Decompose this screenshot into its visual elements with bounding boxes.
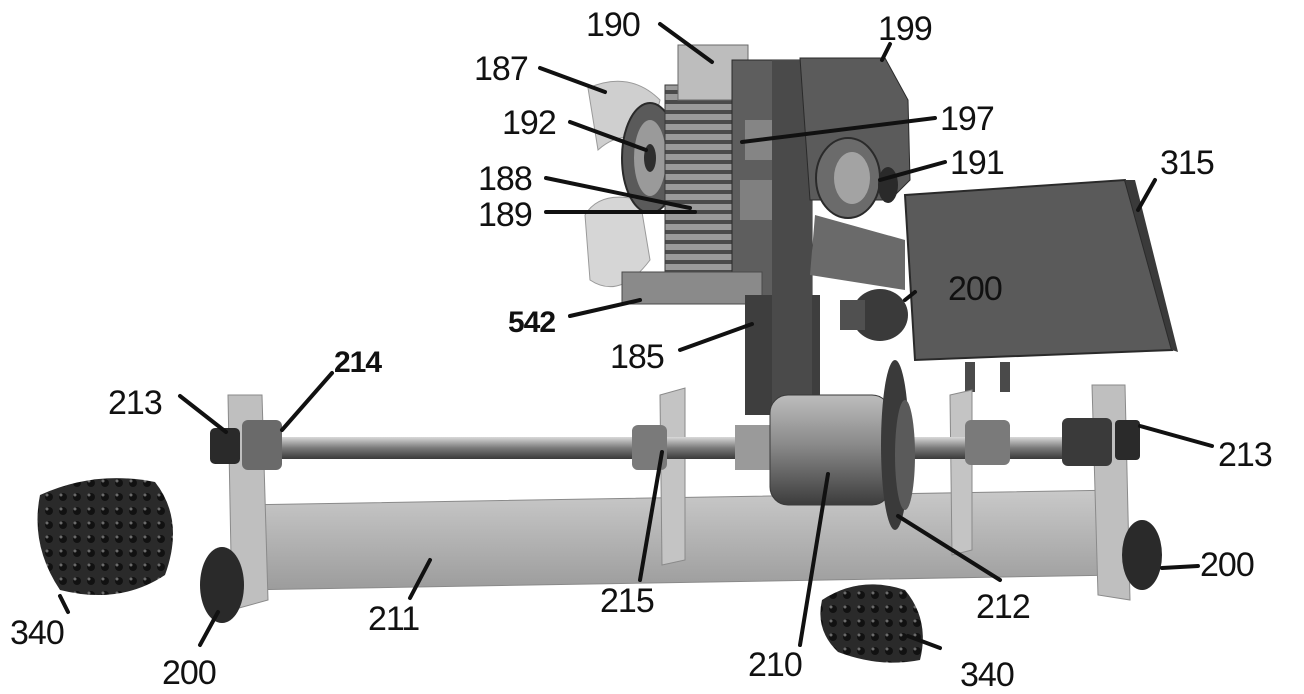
label-190: 190 [586, 6, 640, 44]
label-191: 191 [950, 144, 1004, 182]
label-213-left: 213 [108, 384, 162, 422]
label-189: 189 [478, 196, 532, 234]
label-185: 185 [610, 338, 664, 376]
chain-340-left [37, 478, 173, 595]
label-200-right: 200 [1200, 546, 1254, 584]
label-215: 215 [600, 582, 654, 620]
label-197: 197 [940, 100, 994, 138]
label-211: 211 [368, 600, 419, 638]
label-192: 192 [502, 104, 556, 142]
label-212: 212 [976, 588, 1030, 626]
label-210: 210 [748, 646, 802, 684]
leader-lines [58, 22, 1214, 650]
label-214: 214 [334, 346, 382, 379]
lower-frame [200, 360, 1162, 623]
label-542: 542 [508, 306, 555, 339]
reference-numerals: 190 199 187 192 197 191 315 188 189 200 … [10, 6, 1273, 694]
label-200-top: 200 [948, 270, 1002, 308]
label-213-right: 213 [1218, 436, 1272, 474]
chain-340-right [820, 584, 923, 663]
label-340-right: 340 [960, 656, 1014, 694]
label-200-bottom: 200 [162, 654, 216, 692]
platform-315 [903, 178, 1178, 392]
label-340-left: 340 [10, 614, 64, 652]
label-199: 199 [878, 10, 932, 48]
label-188: 188 [478, 160, 532, 198]
label-315: 315 [1160, 144, 1214, 182]
label-187: 187 [474, 50, 528, 88]
